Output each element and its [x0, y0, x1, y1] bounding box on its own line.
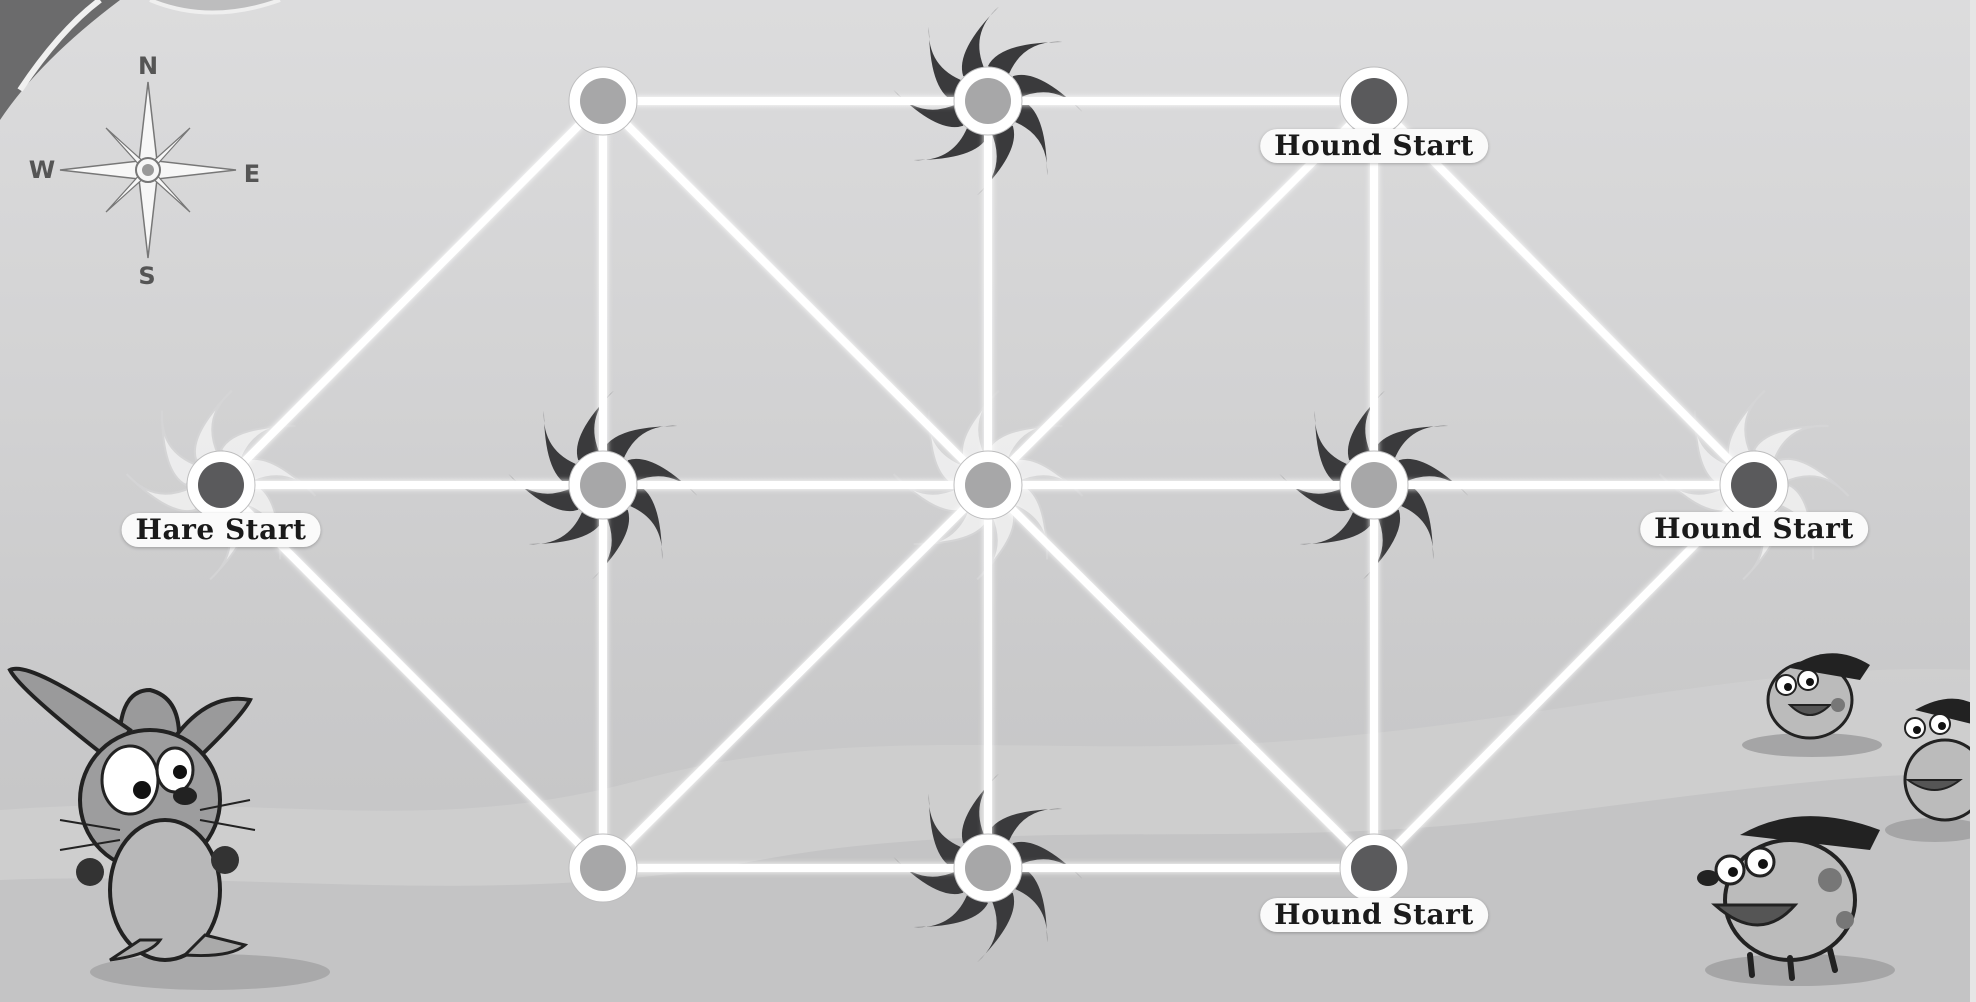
board-edge: [603, 101, 988, 485]
board-node-e[interactable]: [1720, 451, 1788, 519]
page-edge: [1970, 0, 1976, 1002]
board-node-w[interactable]: [187, 451, 255, 519]
board-node-se[interactable]: [1340, 834, 1408, 902]
compass-west-label: W: [29, 156, 55, 184]
compass-rose: [60, 82, 236, 258]
compass-south-label: S: [138, 262, 155, 290]
hound-start-label-east: Hound Start: [1640, 512, 1868, 546]
board-node-ce[interactable]: [1340, 451, 1408, 519]
hare-start-label: Hare Start: [122, 513, 321, 547]
compass-north-label: N: [138, 52, 158, 80]
board-node-n[interactable]: [954, 67, 1022, 135]
board-node-nw[interactable]: [569, 67, 637, 135]
board-edge: [221, 101, 603, 485]
board-node-ne[interactable]: [1340, 67, 1408, 135]
board-node-cw[interactable]: [569, 451, 637, 519]
hound-start-label-south: Hound Start: [1260, 898, 1488, 932]
board-node-c[interactable]: [954, 451, 1022, 519]
board-node-sw[interactable]: [569, 834, 637, 902]
board-node-s[interactable]: [954, 834, 1022, 902]
hound-start-label-north: Hound Start: [1260, 129, 1488, 163]
compass-east-label: E: [244, 160, 260, 188]
